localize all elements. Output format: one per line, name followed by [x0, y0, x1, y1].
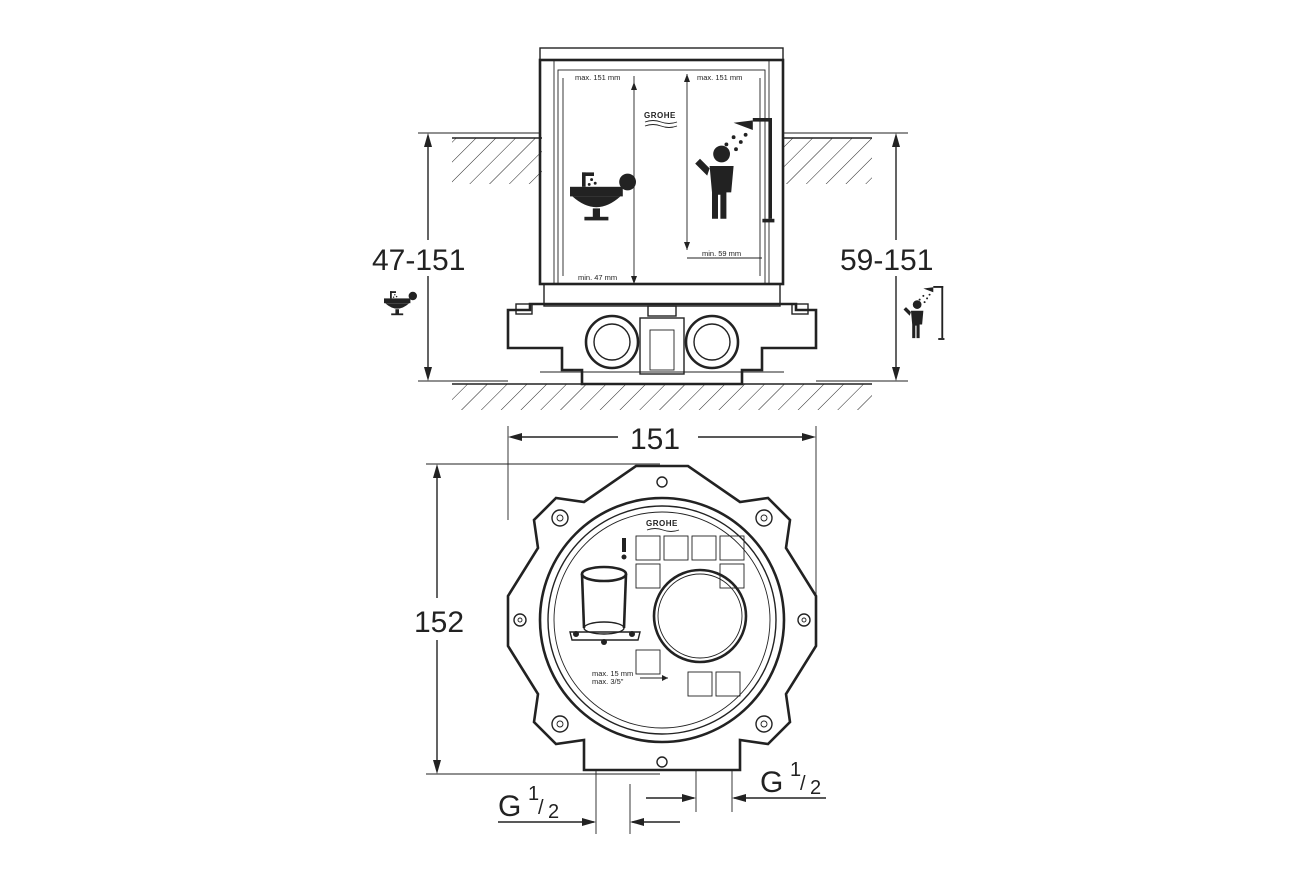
thread-right-main: G: [760, 766, 783, 799]
tile-grid: [635, 535, 745, 697]
wall-hatch-right: [782, 138, 872, 184]
side-view: max. 151 mm min. 47 mm max. 151 mm min. …: [366, 47, 948, 410]
inlet-port-left: [584, 314, 640, 370]
brand-logo-top: GROHE: [644, 111, 676, 120]
bathtub-icon-small: [384, 291, 417, 316]
depth-note-mm: max. 15 mm: [592, 669, 633, 678]
inlet-port-right: [684, 314, 740, 370]
wall-hatch-left: [452, 138, 542, 184]
max-label-right: max. 151 mm: [697, 73, 742, 82]
box-lid: [539, 47, 784, 61]
min-label-left: min. 47 mm: [578, 273, 617, 282]
exclamation-icon: [621, 538, 627, 560]
extension-box: [538, 58, 785, 286]
min-label-right: min. 59 mm: [702, 249, 741, 258]
mounting-plate: [506, 464, 818, 772]
depth-note-in: max. 3/5": [592, 677, 624, 686]
depth-dimension: 152: [414, 606, 464, 639]
thread-left-num: 1: [528, 783, 539, 805]
cartridge-illustration: [569, 565, 641, 645]
thread-left-main: G: [498, 790, 521, 823]
svg-text:/: /: [800, 773, 806, 795]
cartridge-cap: [652, 568, 748, 664]
brand-logo-bottom: GROHE: [646, 519, 678, 528]
height-shower-dimension: 59-151: [840, 244, 933, 277]
shower-person-icon-small: [903, 286, 945, 340]
width-dimension: 151: [630, 423, 680, 456]
outer-ring: [538, 496, 786, 744]
bathtub-icon: [570, 172, 636, 221]
floor-hatch: [452, 384, 872, 410]
max-label-left: max. 151 mm: [575, 73, 620, 82]
plan-view: 151 152: [414, 423, 826, 834]
thread-right-den: 2: [810, 777, 821, 799]
thread-left-den: 2: [548, 801, 559, 823]
valve-body: [506, 302, 818, 386]
shower-person-icon: [695, 118, 775, 223]
thread-right-num: 1: [790, 759, 801, 781]
height-bath-dimension: 47-151: [372, 244, 465, 277]
svg-text:/: /: [538, 797, 544, 819]
